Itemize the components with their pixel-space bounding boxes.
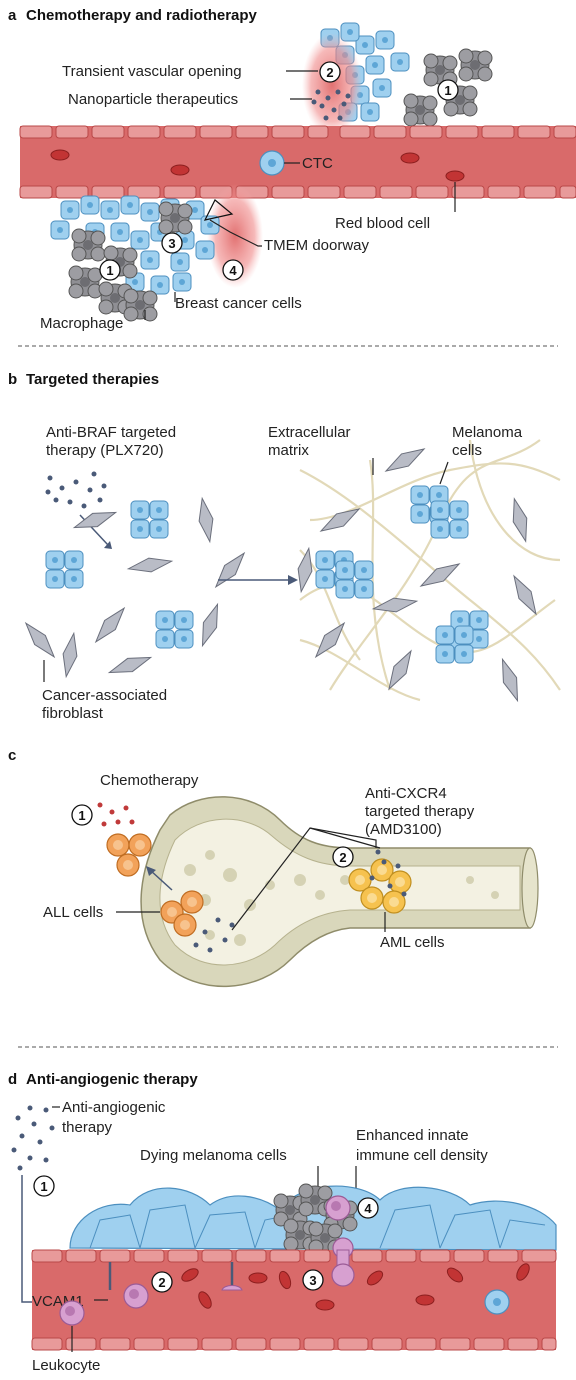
marker-d1 bbox=[33, 1175, 55, 1197]
marker-a1-top bbox=[437, 79, 459, 101]
panel-c-letter: c bbox=[8, 747, 16, 764]
label-braf-1: Anti-BRAF targeted bbox=[46, 424, 176, 441]
label-ecm-1: Extracellular bbox=[268, 424, 351, 441]
marker-d4-text: 4 bbox=[364, 1201, 372, 1216]
amd3100-dots-left bbox=[193, 917, 235, 953]
marker-c1-text: 1 bbox=[78, 808, 85, 823]
amd3100-dots-right bbox=[369, 849, 407, 897]
label-ctc: CTC bbox=[302, 155, 333, 172]
vcam1-receptors bbox=[108, 1262, 234, 1290]
blood-vessel-d bbox=[32, 1250, 556, 1350]
panel-d-title: Anti-angiogenic therapy bbox=[26, 1071, 198, 1088]
marker-a1-bottom-text: 1 bbox=[106, 263, 113, 278]
label-transient: Transient vascular opening bbox=[62, 63, 242, 80]
label-macrophage: Macrophage bbox=[40, 315, 123, 332]
marker-a4-text: 4 bbox=[229, 263, 237, 278]
panel-b: b Targeted therapies Anti-BRAF targeted … bbox=[8, 371, 561, 722]
label-anti-1: Anti-angiogenic bbox=[62, 1099, 166, 1116]
braf-drug-dots bbox=[45, 471, 107, 509]
vessel-wall-top bbox=[19, 125, 576, 139]
marker-d3-text: 3 bbox=[309, 1273, 316, 1288]
adhered-leukocyte bbox=[221, 1285, 243, 1291]
ctc-d bbox=[484, 1289, 510, 1315]
label-ecm-2: matrix bbox=[268, 442, 309, 459]
marker-d2-text: 2 bbox=[158, 1275, 165, 1290]
marker-a1-top-text: 1 bbox=[444, 83, 451, 98]
label-enhanced-1: Enhanced innate bbox=[356, 1127, 469, 1144]
label-rbc: Red blood cell bbox=[335, 215, 430, 232]
panel-a: a Chemotherapy and radiotherapy 1 2 Tran… bbox=[8, 7, 576, 332]
marker-d2 bbox=[151, 1271, 173, 1293]
label-cxcr4-1: Anti-CXCR4 bbox=[365, 785, 447, 802]
label-braf-2: therapy (PLX720) bbox=[46, 442, 164, 459]
label-breast: Breast cancer cells bbox=[175, 295, 302, 312]
marker-a2-text: 2 bbox=[326, 65, 333, 80]
left-tumor-clusters bbox=[46, 501, 193, 648]
marker-a3 bbox=[161, 232, 183, 254]
nanoparticles bbox=[311, 89, 351, 121]
innate-immune-cell bbox=[325, 1195, 351, 1221]
marker-c2 bbox=[332, 846, 354, 868]
panel-a-letter: a bbox=[8, 7, 17, 24]
label-melanoma-2: cells bbox=[452, 442, 482, 459]
ctc-cell bbox=[259, 150, 285, 176]
label-enhanced-2: immune cell density bbox=[356, 1147, 488, 1164]
marker-c2-text: 2 bbox=[339, 850, 346, 865]
label-cxcr4-3: (AMD3100) bbox=[365, 821, 442, 838]
panel-d: d Anti-angiogenic therapy Anti-angiogeni… bbox=[8, 1071, 557, 1374]
vessel-d-wall-top bbox=[31, 1249, 557, 1263]
tmem-triangle bbox=[203, 199, 234, 221]
label-nanoparticle: Nanoparticle therapeutics bbox=[68, 91, 238, 108]
vascular-opening-glow bbox=[302, 33, 362, 137]
marker-d1-text: 1 bbox=[40, 1179, 47, 1194]
marker-a2 bbox=[319, 61, 341, 83]
label-cxcr4-2: targeted therapy bbox=[365, 803, 475, 820]
marker-a4 bbox=[222, 259, 244, 281]
marker-a3-text: 3 bbox=[168, 236, 175, 251]
label-aml: AML cells bbox=[380, 934, 444, 951]
vessel-d-wall-bottom bbox=[31, 1337, 557, 1351]
label-dying: Dying melanoma cells bbox=[140, 1147, 287, 1164]
marker-c1 bbox=[71, 804, 93, 826]
marker-d3 bbox=[302, 1269, 324, 1291]
panel-b-title: Targeted therapies bbox=[26, 371, 159, 388]
anti-angiogenic-dots bbox=[11, 1105, 55, 1171]
chemo-dots bbox=[97, 802, 135, 827]
label-all: ALL cells bbox=[43, 904, 103, 921]
extravasating-leukocyte bbox=[331, 1237, 355, 1287]
leukocyte-rolling bbox=[123, 1283, 149, 1309]
panel-a-title: Chemotherapy and radiotherapy bbox=[26, 7, 258, 24]
bone-end bbox=[521, 847, 539, 929]
label-caf-2: fibroblast bbox=[42, 705, 104, 722]
label-tmem: TMEM doorway bbox=[264, 237, 370, 254]
label-caf-1: Cancer-associated bbox=[42, 687, 167, 704]
panel-c: c 1 Chemotherapy bbox=[8, 747, 539, 988]
leukocyte bbox=[59, 1300, 85, 1326]
bone-marrow bbox=[159, 818, 521, 966]
vessel-wall-bottom bbox=[19, 185, 576, 199]
label-chemo: Chemotherapy bbox=[100, 772, 199, 789]
panel-d-letter: d bbox=[8, 1071, 17, 1088]
panel-b-letter: b bbox=[8, 371, 17, 388]
tmem-glow bbox=[207, 184, 263, 288]
label-melanoma-1: Melanoma bbox=[452, 424, 523, 441]
marker-d4 bbox=[357, 1197, 379, 1219]
label-anti-2: therapy bbox=[62, 1119, 113, 1136]
label-leukocyte: Leukocyte bbox=[32, 1357, 100, 1374]
marker-a1-bottom bbox=[99, 259, 121, 281]
